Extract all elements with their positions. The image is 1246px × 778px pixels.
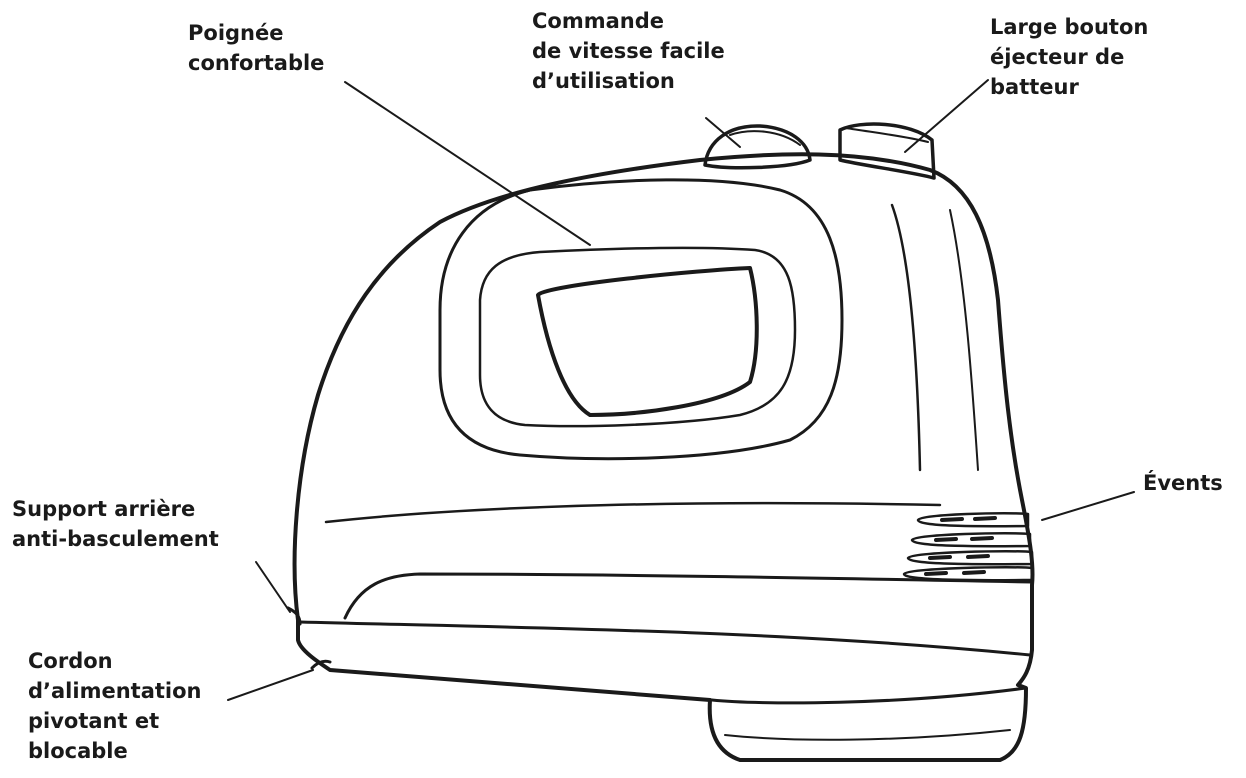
callout-ejector-line: batteur: [990, 75, 1079, 99]
leader-handle: [344, 81, 591, 246]
callout-cord-line: Cordon: [28, 649, 113, 673]
cord-exit: [310, 659, 332, 670]
leader-cord: [227, 669, 314, 701]
mixer-body-outline: [292, 152, 1035, 762]
vents-group: [902, 512, 1034, 582]
rear-contour-outer: [949, 209, 979, 471]
callout-vents-line: Évents: [1143, 471, 1223, 495]
callout-ejector-line: Large bouton: [990, 15, 1149, 39]
callout-cord-line: d’alimentation: [28, 679, 202, 703]
base-band-top: [298, 620, 1032, 657]
callout-handle-line: confortable: [188, 51, 325, 75]
vent-slats: [924, 516, 997, 576]
base-foot: [710, 686, 1028, 705]
callout-rest-line: Support arrière: [12, 497, 196, 521]
handle-outer: [438, 178, 844, 461]
callout-heel-rest: Support arrière anti-basculement: [12, 494, 219, 554]
leader-rest: [255, 561, 291, 613]
callout-speed-line: d’utilisation: [532, 69, 675, 93]
handle-grip-opening: [536, 266, 759, 417]
callout-speed-line: de vitesse facile: [532, 39, 725, 63]
speed-dial-cap: [729, 130, 801, 146]
leader-ejector: [904, 79, 989, 153]
side-seam: [324, 501, 942, 524]
callout-vents: Évents: [1143, 468, 1223, 498]
leader-speed: [705, 117, 741, 148]
speed-dial: [703, 124, 812, 170]
callout-speed-line: Commande: [532, 9, 664, 33]
leader-vents: [1041, 491, 1135, 521]
callout-cord: Cordon d’alimentation pivotant et blocab…: [28, 646, 201, 766]
callout-handle-line: Poignée: [188, 21, 284, 45]
base-band-upper: [343, 572, 1034, 620]
rear-contour: [890, 203, 922, 472]
leader-lines: [227, 79, 1135, 701]
callout-speed-control: Commande de vitesse facile d’utilisation: [532, 6, 725, 96]
ejector-button: [838, 122, 936, 180]
callout-ejector-line: éjecteur de: [990, 45, 1125, 69]
handle-inner-rim: [478, 246, 797, 428]
callout-cord-line: blocable: [28, 739, 128, 763]
callout-ejector-button: Large bouton éjecteur de batteur: [990, 12, 1148, 102]
callout-cord-line: pivotant et: [28, 709, 160, 733]
callout-handle: Poignée confortable: [188, 18, 324, 78]
heel-rest: [286, 606, 302, 626]
callout-rest-line: anti-basculement: [12, 527, 219, 551]
base-foot-lower: [724, 729, 1011, 741]
ejector-button-top: [845, 127, 929, 143]
